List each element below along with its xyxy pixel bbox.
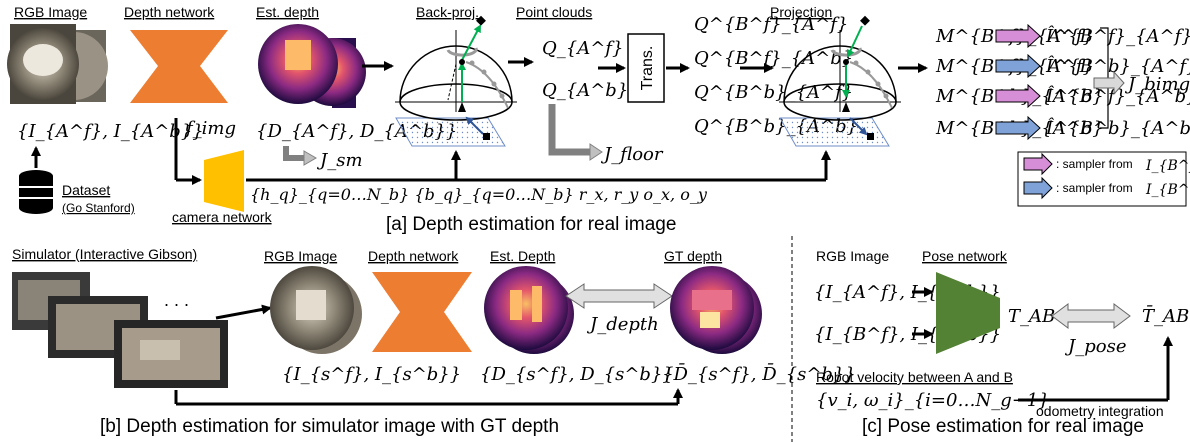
caption-c: [c] Pose estimation for real image [862,416,1144,437]
pose-network-block [936,272,1000,354]
gt-depth-pair [670,266,762,354]
depth-network-b-label: Depth network [368,248,459,264]
simulator-images [12,272,228,388]
j-pose-arrow [1051,303,1131,329]
camera-network-label: camera network [172,209,273,225]
simulator-label: Simulator (Interactive Gibson) [12,246,197,262]
caption-a: [a] Depth estimation for real image [386,214,676,235]
j-pose-label: J_pose [1064,336,1126,357]
legend-1-math: I_{B^f} [1145,158,1190,174]
t-bar-label: T̄_AB [1142,304,1189,327]
est-depth-b-label: Est. Depth [490,248,555,264]
rgb-image-pair [7,24,108,104]
point-clouds-label: Point clouds [516,4,592,20]
gt-depth-label: GT depth [664,248,722,264]
depth-set-b: {D_{s^f}, D_{s^b}} [480,364,674,385]
depth-network-label: Depth network [124,4,215,20]
odometry-label: odometry integration [1036,403,1164,419]
t-ab-label: T_AB [1008,306,1055,327]
rgb-image-label: RGB Image [14,4,87,20]
ihat1-label: Î^{B^f}_{A^f} [1045,24,1190,47]
robot-velocity-label: Robot velocity between A and B [816,369,1013,385]
back-proj-label: Back-proj. [416,4,479,20]
q-af-label: Q_{A^f} [542,38,623,59]
dataset-label: Dataset [62,182,110,198]
j-floor-label: J_floor [600,144,664,165]
q-bf-af-label: Q^{B^f}_{A^f} [694,14,848,35]
section-c: RGB Image Pose network {I_{A^f}, I_{A^b}… [814,248,1189,437]
pose-network-label: Pose network [922,248,1008,264]
legend-2-text: : sampler from [1056,181,1133,195]
ihat4-label: Î^{B^b}_{A^b} [1045,116,1190,139]
back-projection-diagram [395,15,517,147]
q-bb-af-label: Q^{B^b}_{A^f} [694,82,853,103]
depth-network-b-block [372,272,472,352]
j-sm-label: J_sm [316,150,363,171]
j-depth-label: J_depth [586,314,659,335]
legend-2-math: I_{B^b} [1145,182,1190,198]
ihat3-label: Î^{B^f}_{A^b} [1045,84,1190,107]
projection-diagram [779,15,901,147]
trans-block [627,33,665,103]
camera-params-label: {h_q}_{q=0…N_b} {b_q}_{q=0…N_b} r_x, r_y… [250,185,708,204]
j-bimg-arrow [1093,70,1125,96]
caption-b: [b] Depth estimation for simulator image… [100,416,559,437]
camera-network-block [204,150,244,212]
more-dots: . . . [164,290,189,310]
sim-est-depth-pair [484,266,574,354]
legend-1-text: : sampler from [1056,157,1133,171]
q-bf-ab-label: Q^{B^f}_{A^b} [694,48,853,69]
section-b: Simulator (Interactive Gibson) . . . RGB… [12,246,856,437]
trans-label: Trans. [639,46,656,91]
section-a: RGB Image {I_{A^f}, I_{A^b}} Depth netwo… [7,4,1190,235]
input-set-b: {I_{s^f}, I_{s^b}} [282,364,461,385]
ihat2-label: Î^{B^b}_{A^f} [1045,54,1190,77]
input-set-a: {I_{A^f}, I_{A^b}} [17,121,204,142]
f-img-label: f_img [184,118,236,139]
depth-network-block [130,30,228,103]
dataset-sub-label: (Go Stanford) [62,201,135,215]
dataset-icon [19,170,53,214]
rgb-image-c-label: RGB Image [816,248,889,264]
j-depth-arrow [565,283,673,309]
sampler-arrows [995,23,1041,141]
q-ab-label: Q_{A^b} [542,80,628,101]
est-depth-pair [258,24,366,108]
est-depth-label: Est. depth [256,4,319,20]
gt-set-b: {D̄_{s^f}, D̄_{s^b}} [662,362,856,385]
velocity-set: {v_i, ω_i}_{i=0…N_g−1} [816,390,1050,411]
rgb-image-b-label: RGB Image [264,248,337,264]
projection-label: Projection [770,4,832,20]
sim-rgb-pair [270,266,362,354]
j-bimg-label: J_bimg [1124,74,1190,95]
